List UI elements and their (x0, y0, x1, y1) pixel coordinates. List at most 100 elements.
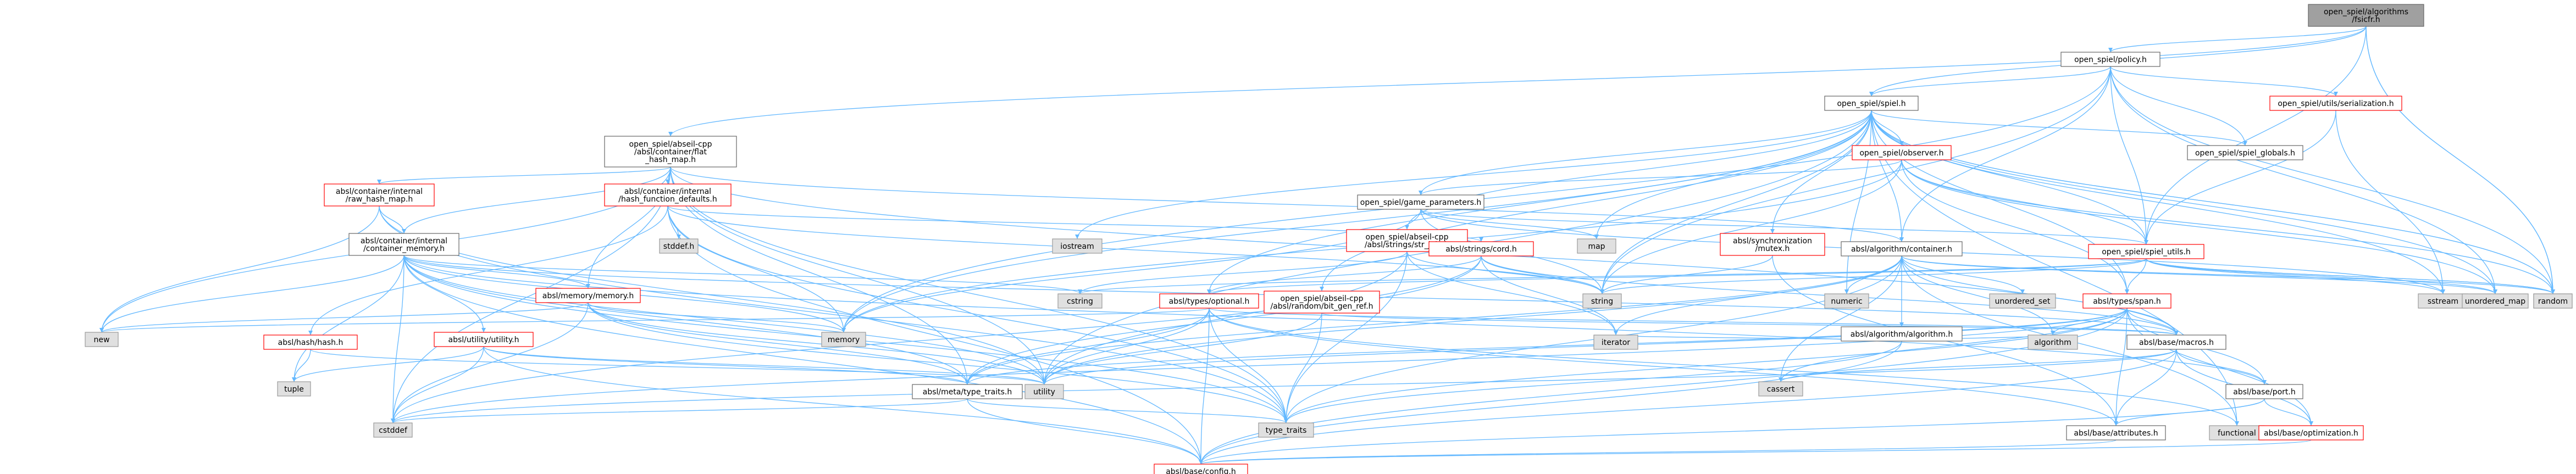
node-label: string (1591, 297, 1613, 306)
node-box (1057, 293, 1103, 309)
edge-spiel-to-algo_container (1871, 110, 1902, 242)
node-config[interactable]: absl/base/config.h (1154, 464, 1248, 474)
node-raw-hash-map[interactable]: absl/container/internal/raw_hash_map.h (324, 183, 435, 207)
edge-optional-to-utility (1044, 308, 1210, 385)
node-label: absl/types/optional.h (1169, 297, 1250, 306)
node-algo-algorithm[interactable]: absl/algorithm/algorithm.h (1841, 326, 1963, 342)
arrowhead-optimization-to-config (1199, 460, 1203, 464)
node-label: _hash_map.h (645, 155, 696, 164)
arrowhead-cord-to-optional (1207, 289, 1211, 294)
node-mutex[interactable]: absl/synchronization/mutex.h (1720, 233, 1825, 256)
node-spiel[interactable]: open_spiel/spiel.h (1824, 96, 1919, 111)
node-box (2462, 293, 2529, 309)
node-hash[interactable]: absl/hash/hash.h (263, 334, 358, 350)
node-label: open_spiel/game_parameters.h (1360, 198, 1481, 207)
node-box (263, 334, 358, 350)
node-label: absl/meta/type_traits.h (923, 388, 1012, 397)
edge-algo_container-to-type_traits_h (967, 255, 1902, 385)
node-label: absl/algorithm/container.h (1851, 245, 1952, 254)
arrowhead-algo_algorithm-to-algorithm (2051, 331, 2055, 335)
edge-spiel_utils-to-unordered_map (2146, 258, 2496, 294)
edge-mem_memory-to-cstddef (392, 302, 589, 423)
node-box (348, 233, 459, 256)
node-container-memory[interactable]: absl/container/internal/container_memory… (348, 233, 459, 256)
edge-spiel-to-str_join (1406, 110, 1872, 230)
node-box (2269, 96, 2402, 111)
arrowhead-spiel_utils-to-sstream (2441, 289, 2445, 294)
edge-macros-to-cstddef (392, 349, 2177, 423)
edge-optional-to-type_traits_h (967, 308, 1210, 385)
edge-optimization-to-config (1200, 439, 2312, 465)
node-iterator: iterator (1593, 334, 1638, 350)
node-utility-h[interactable]: absl/utility/utility.h (434, 332, 534, 347)
node-label: /raw_hash_map.h (346, 195, 413, 204)
node-spiel-globals[interactable]: open_spiel/spiel_globals.h (2187, 145, 2303, 160)
node-label: /fsicfr.h (2352, 15, 2380, 24)
node-label: unordered_set (1995, 297, 2051, 306)
node-label: open_spiel/utils/serialization.h (2278, 99, 2394, 108)
node-box (604, 136, 737, 168)
edge-str_gen_ref-to-macros (1321, 313, 2177, 336)
edge-spiel-to-optional (1209, 110, 1872, 294)
arrowhead-spiel_utils-to-span (2125, 289, 2129, 294)
node-optional[interactable]: absl/types/optional.h (1159, 293, 1259, 309)
node-root[interactable]: open_spiel/algorithms/fsicfr.h (2308, 4, 2424, 27)
node-box (659, 238, 699, 254)
node-cord[interactable]: absl/strings/cord.h (1428, 241, 1534, 256)
node-attributes[interactable]: absl/base/attributes.h (2066, 425, 2166, 440)
node-label: absl/types/span.h (2093, 297, 2161, 306)
arrowhead-span-to-macros (2174, 331, 2179, 335)
node-flat-hash-map[interactable]: open_spiel/abseil-cpp/absl/container/fla… (604, 136, 737, 168)
node-box (1841, 326, 1963, 342)
node-label: absl/strings/cord.h (1445, 245, 1517, 254)
node-label: absl/container/internal (624, 187, 711, 196)
node-spiel-utils[interactable]: open_spiel/spiel_utils.h (2088, 244, 2204, 259)
node-label: algorithm (2034, 338, 2071, 347)
node-label: absl/base/macros.h (2139, 338, 2214, 347)
node-box (1824, 96, 1919, 111)
node-policy[interactable]: open_spiel/policy.h (2060, 52, 2160, 67)
edge-span-to-cstddef (392, 308, 2128, 423)
edge-flat_hash_map-to-type_traits_h (670, 166, 968, 385)
node-label: open_spiel/abseil-cpp (1366, 233, 1449, 242)
node-port[interactable]: absl/base/port.h (2225, 384, 2303, 399)
node-algorithm: algorithm (2027, 334, 2078, 350)
node-optimization[interactable]: absl/base/optimization.h (2258, 425, 2364, 440)
edge-game_parameters-to-spiel_utils (1420, 209, 2147, 245)
node-label: open_spiel/algorithms (2324, 8, 2408, 16)
node-cassert: cassert (1758, 381, 1803, 397)
node-box (1258, 422, 1314, 438)
edge-observer-to-span (1901, 159, 2128, 294)
node-span[interactable]: absl/types/span.h (2082, 293, 2171, 309)
node-mem-memory[interactable]: absl/memory/memory.h (535, 288, 641, 303)
node-algo-container[interactable]: absl/algorithm/container.h (1841, 241, 1963, 256)
node-label: map (1588, 242, 1605, 251)
edge-utility_h-to-tuple (293, 346, 484, 382)
node-serialization[interactable]: open_spiel/utils/serialization.h (2269, 96, 2402, 111)
edge-type_traits_h-to-config (967, 398, 1201, 465)
node-str-gen-ref[interactable]: open_spiel/abseil-cpp/absl/random/bit_ge… (1264, 291, 1380, 314)
node-game-parameters[interactable]: open_spiel/game_parameters.h (1357, 194, 1484, 210)
node-tuple: tuple (277, 381, 311, 397)
node-label: open_spiel/policy.h (2074, 55, 2147, 64)
node-observer[interactable]: open_spiel/observer.h (1852, 145, 1952, 160)
edge-cord-to-string (1481, 255, 1603, 294)
node-label: absl/base/attributes.h (2074, 429, 2158, 438)
edge-container_memory-to-cstddef (392, 255, 405, 423)
node-macros[interactable]: absl/base/macros.h (2126, 334, 2226, 350)
node-label: utility (1033, 388, 1055, 397)
edge-type_traits_h-to-cstddef (392, 398, 968, 423)
node-label: absl/memory/memory.h (542, 292, 634, 300)
arrowhead-flat_hash_map-to-raw_hash_map (377, 180, 381, 184)
arrowhead-algo_container-to-numeric (1844, 289, 1849, 294)
node-hash-fn-defaults[interactable]: absl/container/internal/hash_function_de… (604, 183, 732, 207)
node-type-traits-h[interactable]: absl/meta/type_traits.h (912, 384, 1023, 399)
node-label: absl/utility/utility.h (448, 336, 519, 344)
node-label: /absl/random/bit_gen_ref.h (1270, 302, 1373, 311)
edge-hash_fn_defaults-to-hash (310, 205, 668, 336)
edge-hash_fn_defaults-to-string (667, 205, 1603, 294)
arrowhead-spiel-to-str_gen_ref (1320, 287, 1324, 291)
node-label: memory (828, 336, 860, 344)
node-label: cassert (1767, 385, 1795, 394)
